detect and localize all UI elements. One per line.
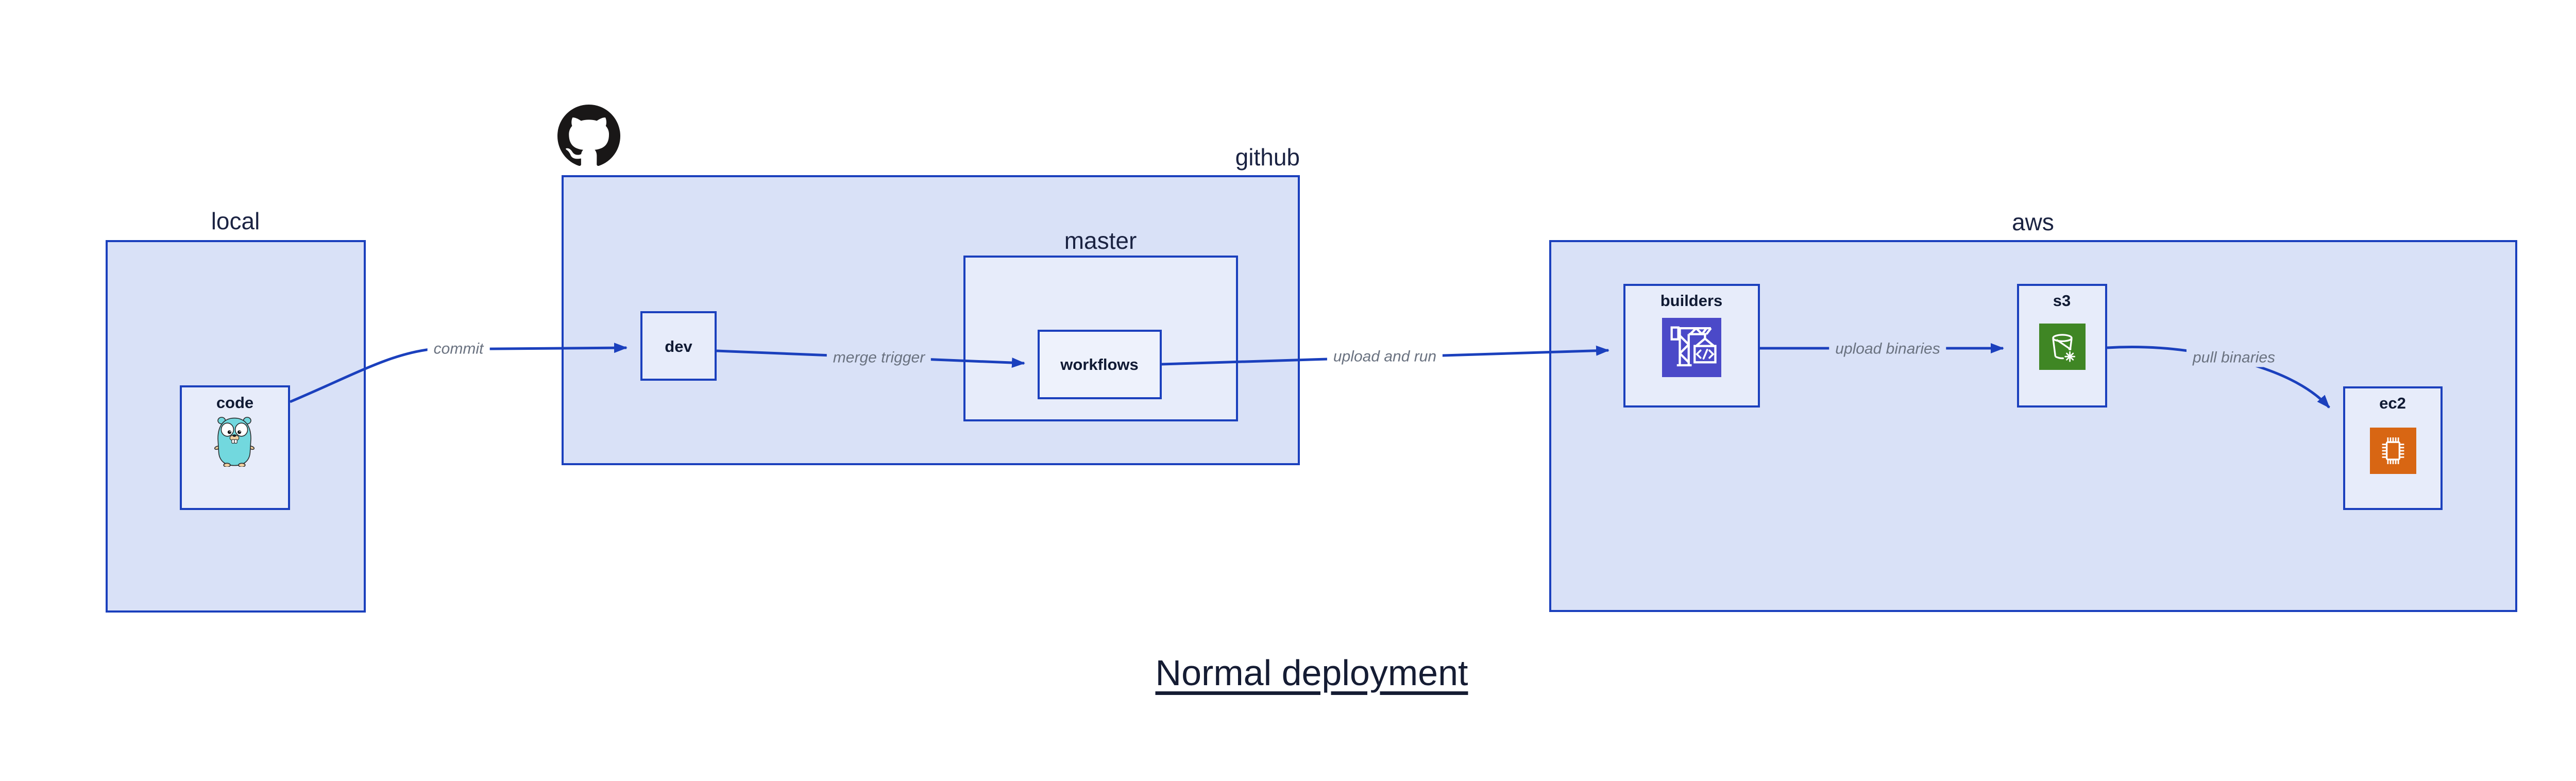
container-aws-label: aws [2012,209,2054,235]
node-dev-label: dev [665,337,692,355]
edge-commit-label: commit [427,339,490,359]
node-workflows-label: workflows [1060,355,1139,373]
container-master-label: master [1064,227,1137,254]
node-code-label: code [216,394,254,412]
node-ec2-label: ec2 [2379,394,2406,412]
node-builders-label: builders [1660,292,1723,310]
node-workflows [1038,330,1162,399]
github-octocat-icon [557,105,620,166]
aws-ec2-chip-icon [2370,428,2416,474]
node-s3-label: s3 [2053,292,2071,310]
edge-upload-binaries-label: upload binaries [1829,339,1946,359]
edge-merge-trigger-label: merge trigger [826,348,931,367]
aws-codebuild-icon [1662,318,1721,377]
edge-upload-and-run-label: upload and run [1327,347,1443,366]
diagram-title: Normal deployment [1155,653,1468,693]
edge-pull-binaries-label: pull binaries [2186,348,2282,367]
node-builders [1623,284,1760,408]
go-gopher-icon [214,417,255,467]
aws-s3-glacier-bucket-icon [2039,324,2086,370]
node-dev [640,311,717,381]
container-github-label: github [1235,144,1300,171]
container-local-label: local [211,208,260,234]
